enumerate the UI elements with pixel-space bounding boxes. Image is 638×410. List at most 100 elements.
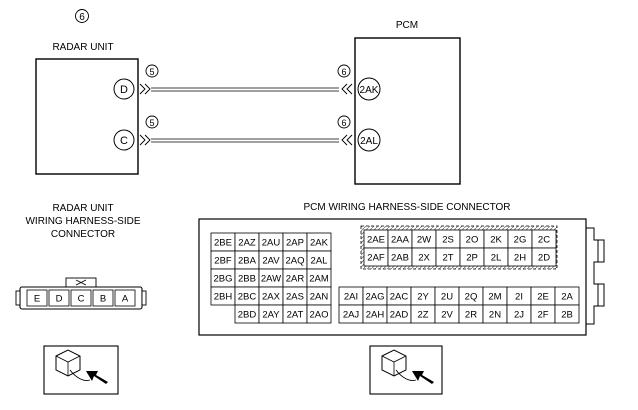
pcm-connector-pin-label: 2AM	[309, 274, 329, 285]
pcm-connector-pin-label: 2AO	[309, 310, 328, 321]
pcm-connector-pin-label: 2AL	[311, 256, 328, 267]
radar-pin-c-label: C	[120, 135, 128, 147]
connector-mark	[341, 83, 353, 95]
radar-pin-c-connector-number: 5	[149, 118, 154, 128]
pcm-connector-pin-label: 2O	[466, 235, 479, 246]
radar-connector-title-2: WIRING HARNESS-SIDE	[25, 216, 140, 227]
pcm-connector-pin-label: 2AP	[286, 238, 304, 249]
pcm-connector-pin-label: 2AI	[344, 292, 358, 303]
radar-connector-pin-cell	[48, 289, 70, 307]
radar-unit-box	[35, 58, 139, 175]
pcm-connector-pin-label: 2AY	[262, 310, 280, 321]
pcm-connector-pin-label: 2W	[417, 235, 431, 246]
pcm-connector-pin-label: 2V	[441, 310, 453, 321]
pcm-connector-pin-label: 2AF	[367, 253, 385, 264]
pcm-connector-pin-label: 2AD	[390, 310, 409, 321]
pcm-connector-pin-label: 2BB	[238, 274, 256, 285]
pcm-connector-pin-label: 2AX	[262, 292, 281, 303]
pcm-connector-pin-label: 2F	[537, 310, 548, 321]
connector-mark	[341, 134, 353, 146]
pcm-connector-pin-label: 2BD	[238, 310, 257, 321]
pcm-connector-title: PCM WIRING HARNESS-SIDE CONNECTOR	[303, 202, 510, 213]
pcm-connector-pin-label: 2N	[489, 310, 501, 321]
pcm-connector-pin-label: 2Y	[417, 292, 429, 303]
connector-lock-right	[141, 290, 147, 306]
pcm-connector-pin-label: 2AK	[310, 238, 329, 249]
pcm-connector-pin-label: 2A	[561, 292, 573, 303]
pcm-connector-pin-label: 2E	[537, 292, 549, 303]
pcm-connector-pin-label: 2S	[442, 235, 454, 246]
pcm-connector-pin-label: 2J	[514, 310, 524, 321]
radar-connector-pin-cell	[26, 289, 48, 307]
pcm-pin-2ak-label: 2AK	[360, 85, 379, 96]
radar-connector-pin-cell	[70, 289, 92, 307]
pcm-connector-pin-label: 2AE	[367, 235, 385, 246]
pcm-box	[354, 37, 461, 185]
radar-unit-title: RADAR UNIT	[52, 42, 113, 53]
connector-view-icon	[369, 345, 443, 395]
pcm-connector-pin-label: 2X	[418, 253, 430, 264]
pcm-connector-pin-label: 2AC	[390, 292, 409, 303]
pcm-pin-2ak-connector-number: 6	[341, 67, 346, 77]
radar-connector-title-1: RADAR UNIT	[52, 203, 113, 214]
latch-mark	[75, 279, 87, 286]
pcm-connector-pin-label: 2B	[561, 310, 573, 321]
pcm-connector-pin-label: 2AB	[391, 253, 409, 264]
pcm-connector-pin-label: 2BH	[214, 292, 233, 303]
connector-number-circle	[337, 115, 351, 129]
radar-pin-c	[113, 129, 135, 151]
pcm-connector-pin-label: 2AS	[286, 292, 304, 303]
pcm-connector-pin-label: 2U	[441, 292, 453, 303]
radar-connector-pin-label: A	[122, 294, 129, 305]
pcm-connector-lock	[586, 227, 599, 325]
pcm-connector-pin-label: 2AN	[310, 292, 329, 303]
connector-number-circle	[145, 115, 159, 129]
pcm-pin-2ak	[357, 77, 381, 101]
radar-pin-d-label: D	[120, 84, 128, 96]
pcm-connector-pin-label: 2AU	[262, 238, 281, 249]
radar-connector-pin-label: E	[34, 294, 40, 305]
connector-mark	[139, 83, 151, 95]
pcm-connector-pin-label: 2M	[488, 292, 501, 303]
pcm-connector-pin-label: 2H	[514, 253, 526, 264]
connector-number-circle	[145, 64, 159, 78]
pcm-connector-pin-cell	[531, 247, 557, 267]
pcm-connector-pin-label: 2AZ	[238, 238, 256, 249]
pcm-connector-pin-label: 2BA	[238, 256, 257, 267]
radar-connector: RADAR UNIT WIRING HARNESS-SIDE CONNECTOR…	[15, 203, 147, 310]
pcm-connector-pin-label: 2G	[514, 235, 527, 246]
pcm-connector-pin-label: 2AA	[391, 235, 410, 246]
radar-connector-pin-cell	[114, 289, 136, 307]
radar-connector-pin-label: D	[56, 294, 63, 305]
pcm-connector-pin-label: 2D	[538, 253, 550, 264]
connector-number-circle	[337, 64, 351, 78]
pcm-connector-lock-tab	[598, 239, 605, 307]
pcm-connector-pin-label: 2R	[465, 310, 477, 321]
callout-circle	[75, 9, 89, 23]
pcm-connector-pin-label: 2AT	[287, 310, 304, 321]
pcm-connector-pin-label: 2AJ	[343, 310, 360, 321]
connector-lock-left	[15, 290, 21, 306]
pcm-connector-pin-label: 2BF	[214, 256, 232, 267]
wires	[151, 87, 339, 143]
pcm-connector-pin-label: 2AR	[286, 274, 305, 285]
pcm-connector-pin-label: 2K	[490, 235, 502, 246]
radar-connector-pin-label: C	[78, 294, 85, 305]
radar-connector-pin-cell	[92, 289, 114, 307]
radar-connector-pin-label: B	[100, 294, 106, 305]
pcm-connector-pin-label: 2Z	[417, 310, 428, 321]
pcm-connector-pin-label: 2T	[442, 253, 453, 264]
pcm-connector-pin-label: 2AW	[261, 274, 281, 285]
radar-pin-d	[113, 78, 135, 100]
pcm-connector-pin-label: 2P	[466, 253, 478, 264]
radar-connector-title-3: CONNECTOR	[51, 229, 115, 240]
pcm-connector-pin-label: 2AH	[366, 310, 385, 321]
pcm-connector-pin-cell	[306, 304, 332, 324]
radar-unit: 6 RADAR UNIT D 5 C 5	[35, 9, 159, 175]
